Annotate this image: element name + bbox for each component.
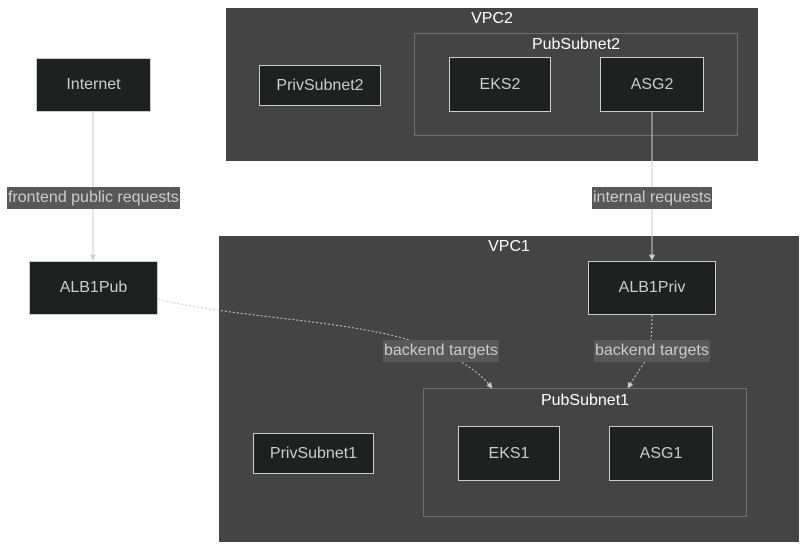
edge-label-backend-targets-public: backend targets — [383, 340, 499, 362]
pubsubnet1-cluster: PubSubnet1 — [423, 388, 747, 517]
pubsubnet2-label: PubSubnet2 — [531, 36, 621, 53]
eks2-node[interactable]: EKS2 — [449, 57, 551, 112]
privsubnet2-node[interactable]: PrivSubnet2 — [259, 65, 381, 106]
edge-label-frontend-public-requests: frontend public requests — [7, 187, 180, 209]
vpc1-label: VPC1 — [488, 238, 530, 255]
asg1-node[interactable]: ASG1 — [609, 426, 713, 481]
alb1pub-node[interactable]: ALB1Pub — [29, 261, 158, 315]
edge-label-internal-requests: internal requests — [592, 187, 713, 209]
pubsubnet1-label: PubSubnet1 — [540, 392, 630, 409]
alb1priv-node[interactable]: ALB1Priv — [588, 261, 716, 315]
edge-alb1pub-to-pubsubnet1 — [157, 298, 493, 389]
asg2-node[interactable]: ASG2 — [600, 57, 704, 112]
edge-alb1priv-to-pubsubnet1 — [627, 314, 653, 389]
internet-node[interactable]: Internet — [36, 58, 151, 112]
vpc2-label: VPC2 — [471, 10, 513, 27]
eks1-node[interactable]: EKS1 — [458, 426, 560, 481]
privsubnet1-node[interactable]: PrivSubnet1 — [253, 433, 374, 474]
edge-label-backend-targets-private: backend targets — [594, 340, 710, 362]
pubsubnet2-cluster: PubSubnet2 — [414, 33, 738, 136]
